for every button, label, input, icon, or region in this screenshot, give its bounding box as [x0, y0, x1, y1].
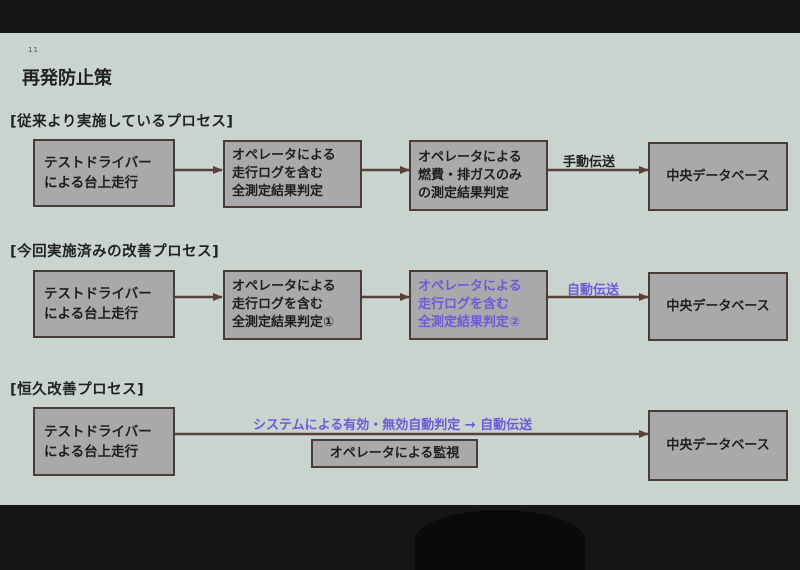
box-line: 全測定結果判定①: [232, 315, 335, 330]
box-operator-monitoring: オペレータによる監視: [311, 439, 478, 468]
box-line: オペレータによる: [232, 148, 336, 163]
box-line: 中央データベース: [666, 298, 770, 314]
box-operator-fuel-emission: オペレータによる 燃費・排ガスのみ の測定結果判定: [409, 140, 548, 211]
box-line: による台上走行: [44, 306, 139, 322]
box-line: テストドライバー: [44, 423, 152, 440]
box-test-driver-1: テストドライバー による台上走行: [33, 139, 175, 207]
room-floor-band: [0, 505, 800, 533]
page-number: 11: [28, 46, 39, 54]
section-heading-current: [従来より実施しているプロセス]: [10, 114, 234, 130]
box-line: テストドライバー: [44, 155, 152, 171]
label-manual-transfer: 手動伝送: [563, 155, 616, 170]
box-line: テストドライバー: [44, 286, 152, 302]
box-central-database-1: 中央データベース: [648, 142, 788, 211]
box-line: 中央データベース: [666, 437, 770, 453]
box-line: オペレータによる: [418, 149, 522, 165]
box-operator-judgment-1: オペレータによる 走行ログを含む 全測定結果判定: [223, 140, 362, 208]
slide-title: 再発防止策: [22, 68, 112, 89]
box-line: オペレータによる: [232, 279, 336, 294]
box-line: 走行ログを含む: [232, 297, 324, 312]
label-auto-judgment-transfer: システムによる有効・無効自動判定 → 自動伝送: [253, 418, 533, 433]
box-central-database-3: 中央データベース: [648, 410, 788, 481]
box-test-driver-2: テストドライバー による台上走行: [33, 270, 175, 338]
box-operator-judgment-2a: オペレータによる 走行ログを含む 全測定結果判定①: [223, 270, 362, 340]
section-heading-improved: [今回実施済みの改善プロセス]: [10, 244, 220, 260]
section-heading-permanent: [恒久改善プロセス]: [10, 382, 145, 398]
label-auto-transfer: 自動伝送: [567, 283, 620, 298]
box-line: の測定結果判定: [418, 185, 510, 201]
box-line: 燃費・排ガスのみ: [418, 167, 523, 183]
flow-arrows: [175, 166, 649, 438]
box-line: による台上走行: [44, 443, 139, 460]
box-line: オペレータによる: [418, 279, 522, 294]
box-line: オペレータによる監視: [329, 445, 460, 461]
box-line: 全測定結果判定: [232, 184, 324, 199]
box-operator-judgment-2b: オペレータによる 走行ログを含む 全測定結果判定②: [409, 270, 548, 340]
box-line: 走行ログを含む: [418, 297, 510, 312]
box-line: による台上走行: [44, 175, 139, 191]
box-central-database-2: 中央データベース: [648, 272, 788, 341]
box-line: 走行ログを含む: [232, 166, 324, 181]
box-line: 中央データベース: [666, 168, 770, 184]
box-test-driver-3: テストドライバー による台上走行: [33, 407, 175, 476]
box-line: 全測定結果判定②: [418, 315, 521, 330]
